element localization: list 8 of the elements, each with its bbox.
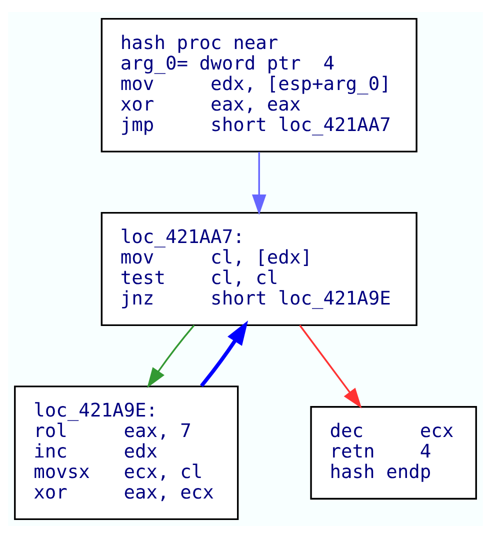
node-box: loc_421AA7: mov cl, [edx] test cl, cl jnz short loc_421A9E — [100, 212, 418, 326]
arrow — [147, 324, 195, 388]
arrow — [299, 324, 362, 408]
arrow — [252, 152, 266, 215]
node-box: hash proc near arg_0= dword ptr 4 mov edx, [esp+arg_0] xor eax, eax jmp short loc_421AA7 — [100, 18, 418, 152]
node-box: loc_421A9E: rol eax, 7 inc edx movsx ecx, cl xor eax, ecx — [14, 386, 239, 520]
node-box: dec ecx retn 4 hash endp — [310, 406, 477, 500]
arrow — [200, 320, 248, 388]
